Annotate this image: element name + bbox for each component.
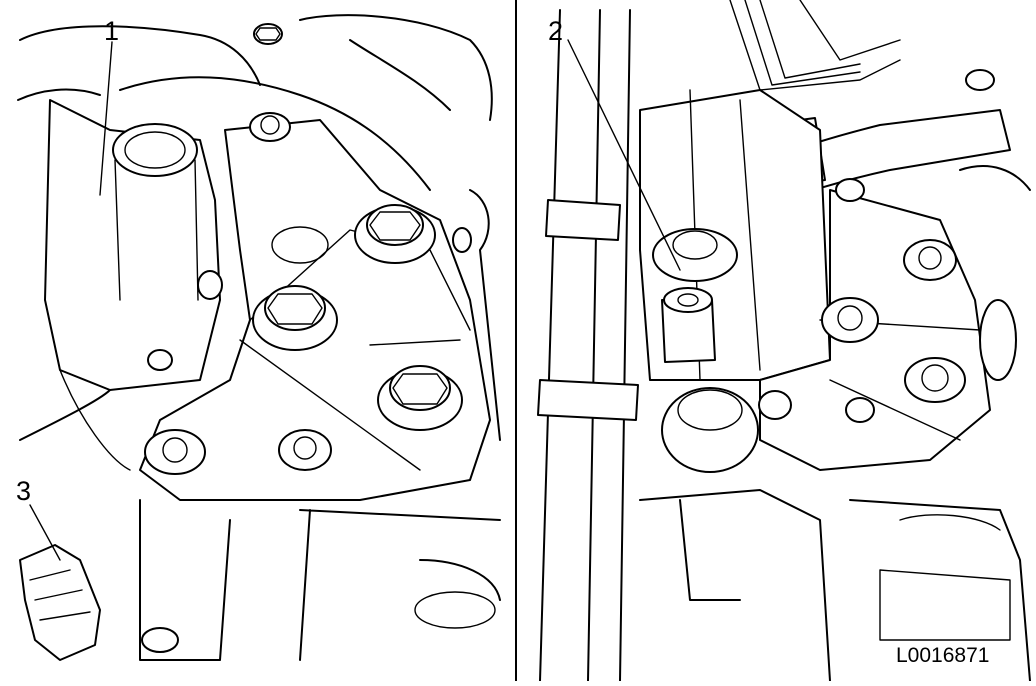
line-bundle (799, 0, 901, 61)
bolt-torx-lower-left (144, 429, 206, 475)
gearbox-casting-boss (414, 591, 496, 629)
lower-bracket (139, 499, 231, 661)
line-bundle (729, 0, 901, 91)
bolt-hex-lower (377, 365, 463, 431)
lower-casting (679, 499, 741, 601)
pipe-left-b (587, 9, 601, 682)
reservoir-part-2 (652, 228, 738, 363)
pipe-clamp-lower (537, 379, 639, 421)
leader-line-1 (99, 41, 113, 196)
side-fitting (979, 299, 1017, 381)
casting-outline (17, 88, 101, 101)
callout-3: 3 (16, 476, 31, 506)
casting-outline (349, 39, 451, 111)
bolt-top (253, 23, 283, 45)
round-housing (661, 387, 759, 473)
right-mount-bracket (758, 178, 991, 471)
casting-outline (299, 14, 493, 121)
bolt-hex-upper (354, 204, 436, 264)
bolt-torx-lower-mid (278, 429, 332, 471)
pipe-left-a (539, 9, 561, 682)
lower-casting (899, 514, 1001, 531)
lower-plate (879, 569, 1011, 641)
gearbox-casting (299, 509, 501, 661)
right-panel: 2 (537, 0, 1031, 682)
leader-line-2 (567, 39, 681, 271)
casting-outline (19, 25, 261, 86)
lower-bracket-hole (141, 627, 179, 653)
pipe-left-c (619, 9, 631, 682)
connector-part-3 (19, 544, 101, 661)
bolt-upper-left (249, 112, 291, 142)
hose-line (469, 189, 501, 441)
line-bundle (744, 0, 861, 86)
callout-1: 1 (104, 16, 119, 46)
callout-2: 2 (548, 16, 563, 46)
leader-line-3 (29, 504, 61, 561)
lower-casting (639, 489, 831, 682)
bolt-hex-middle (252, 285, 338, 351)
figure-id: L0016871 (896, 644, 989, 667)
housing-part-1 (19, 99, 223, 471)
top-right-bolt (965, 69, 995, 91)
casting-outline (959, 165, 1031, 191)
lower-casting (849, 499, 1031, 682)
left-panel: 1 3 (16, 14, 501, 661)
hose-clip (452, 227, 472, 253)
pipe-clamp-upper (545, 199, 621, 241)
line-bundle (759, 0, 861, 79)
casting-outline (119, 76, 431, 191)
